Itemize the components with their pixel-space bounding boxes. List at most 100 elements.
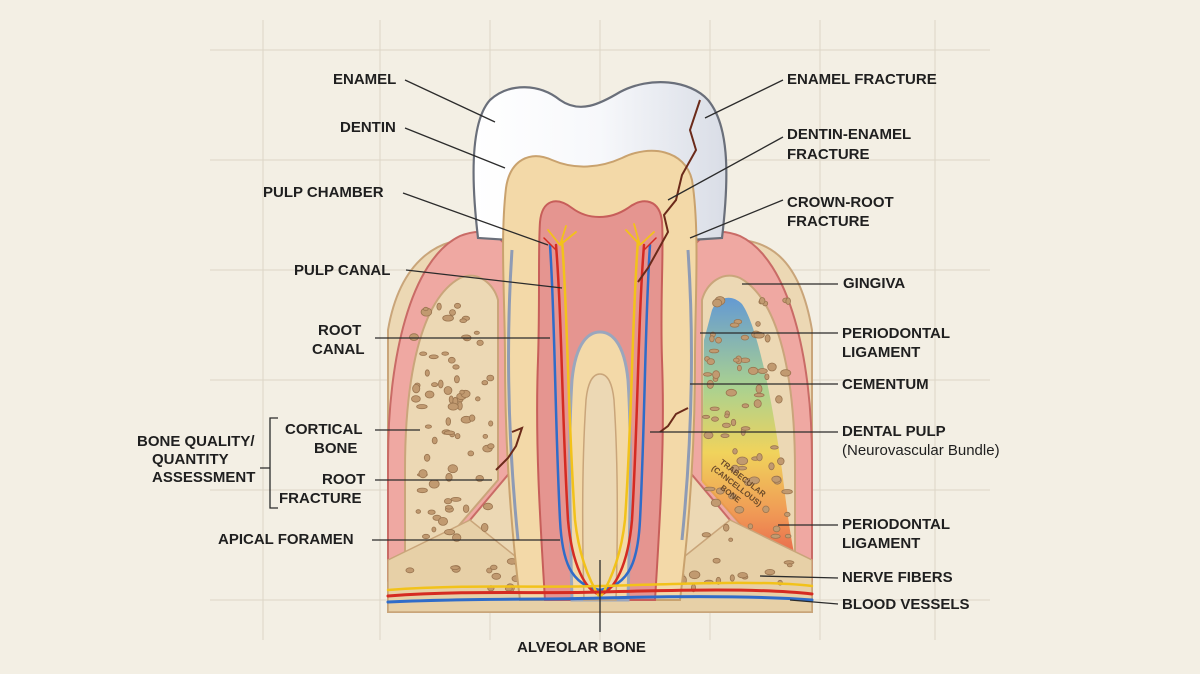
bone-pore xyxy=(481,523,489,533)
bone-pore xyxy=(777,457,785,466)
label-nerve-fibers: NERVE FIBERS xyxy=(842,569,953,586)
bone-pore xyxy=(453,302,461,309)
label-cortical-bone-line2: BONE xyxy=(314,440,357,457)
bone-pore xyxy=(416,487,428,494)
bone-pore xyxy=(724,413,730,419)
bone-pore xyxy=(709,335,715,343)
bone-pore xyxy=(423,453,431,462)
bone-pore xyxy=(732,448,738,455)
bone-pore xyxy=(490,564,498,571)
label-cortical-bone-line1: CORTICAL xyxy=(285,421,363,438)
bone-pore xyxy=(747,523,754,530)
bone-pore xyxy=(437,517,448,526)
trabecular-pores xyxy=(405,296,795,593)
label-dental-pulp-line1: DENTAL PULP xyxy=(842,423,946,440)
bone-pore xyxy=(445,417,451,426)
bone-pore xyxy=(740,426,751,431)
label-bone-quality-line2: QUANTITY xyxy=(152,451,229,468)
label-crown-root-fracture-line1: CROWN-ROOT xyxy=(787,194,894,211)
label-bone-quality-line3: ASSESSMENT xyxy=(152,469,255,486)
bone-pore xyxy=(431,526,437,533)
label-periodontal-ligament-upper-line1: PERIODONTAL xyxy=(842,325,950,342)
bone-pore xyxy=(431,382,439,388)
label-pulp-chamber: PULP CHAMBER xyxy=(263,184,384,201)
bone-pore xyxy=(764,334,771,343)
bone-pore xyxy=(428,479,440,489)
bone-pore xyxy=(459,318,468,324)
bone-pore xyxy=(715,336,722,344)
bone-pore xyxy=(491,572,502,580)
label-root-canal-line1: ROOT xyxy=(318,322,361,339)
bone-pore xyxy=(730,464,740,473)
bone-pore xyxy=(476,339,484,346)
bone-pore xyxy=(740,334,750,341)
bone-pore xyxy=(753,392,765,398)
bone-pore xyxy=(468,414,476,422)
bone-pore xyxy=(725,388,737,397)
bone-pore xyxy=(728,537,734,542)
bone-pore xyxy=(764,568,776,576)
bone-pore xyxy=(712,557,721,564)
bone-pore xyxy=(702,372,713,377)
bone-pore xyxy=(486,567,493,574)
bone-pore xyxy=(405,567,415,574)
bone-pore xyxy=(772,525,781,533)
bone-pore xyxy=(748,366,759,375)
label-enamel-fracture: ENAMEL FRACTURE xyxy=(787,71,937,88)
bone-pore xyxy=(467,450,475,457)
bone-pore xyxy=(473,330,480,335)
neurovascular-bundle xyxy=(543,223,657,600)
bone-pore xyxy=(428,354,439,360)
bone-pore xyxy=(701,532,711,538)
bone-pore xyxy=(784,533,792,539)
label-bone-quality-line1: BONE QUALITY/ xyxy=(137,433,255,450)
label-periodontal-ligament-upper-line2: LIGAMENT xyxy=(842,344,920,361)
bone-pore xyxy=(757,368,768,374)
bone-pore xyxy=(715,487,725,495)
label-blood-vessels: BLOOD VESSELS xyxy=(842,596,970,613)
inter-radicular-bone xyxy=(581,373,619,601)
label-root-fracture-line2: FRACTURE xyxy=(279,490,362,507)
bone-pore xyxy=(436,302,442,311)
bone-pore xyxy=(730,418,737,427)
bone-pore xyxy=(418,469,428,479)
bone-pore xyxy=(442,314,454,322)
bone-pore xyxy=(737,572,748,579)
bone-pore xyxy=(419,351,428,356)
bone-pore xyxy=(737,364,742,372)
bone-pore xyxy=(759,297,766,305)
label-cementum: CEMENTUM xyxy=(842,376,929,393)
bone-pore xyxy=(449,309,456,316)
bone-pore xyxy=(459,389,465,395)
bone-pore xyxy=(423,306,429,312)
bone-pore xyxy=(781,489,793,495)
bone-pore xyxy=(475,396,481,402)
right-labels: ENAMEL FRACTURE DENTIN-ENAMEL FRACTURE C… xyxy=(650,71,1000,613)
fracture-lines xyxy=(495,99,701,471)
label-periodontal-ligament-lower-line2: LIGAMENT xyxy=(842,535,920,552)
bone-pore xyxy=(421,533,430,540)
bone-pore xyxy=(445,472,453,482)
label-dentin: DENTIN xyxy=(340,119,396,136)
bone-pore xyxy=(768,462,775,471)
bone-pore xyxy=(443,386,453,395)
bone-pore xyxy=(720,433,730,439)
bone-pore xyxy=(702,414,711,419)
bone-pore xyxy=(755,384,763,394)
bone-pore xyxy=(450,496,462,502)
bone-pore xyxy=(703,486,716,492)
label-gingiva: GINGIVA xyxy=(843,275,905,292)
label-pulp-canal: PULP CANAL xyxy=(294,262,390,279)
bone-pore xyxy=(444,528,456,536)
bone-pore xyxy=(748,476,760,485)
label-root-canal-line2: CANAL xyxy=(312,341,365,358)
bone-pore xyxy=(741,403,750,409)
bone-pore xyxy=(711,416,719,422)
left-labels: ENAMEL DENTIN PULP CHAMBER PULP CANAL RO… xyxy=(137,71,646,656)
bone-pore xyxy=(728,492,737,500)
bone-pore xyxy=(775,395,783,404)
label-dental-pulp-line2: (Neurovascular Bundle) xyxy=(842,442,1000,459)
label-root-fracture-line1: ROOT xyxy=(322,471,365,488)
bone-pore xyxy=(447,464,459,474)
